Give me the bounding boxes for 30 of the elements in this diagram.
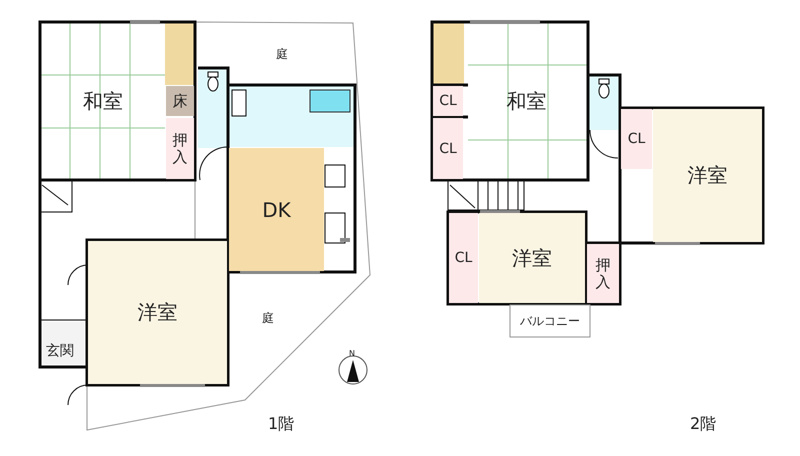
room-label: 和室 — [83, 88, 123, 115]
room-label: 洋室 — [512, 244, 552, 272]
floor-label: 2階 — [690, 414, 716, 435]
closet-area — [449, 213, 478, 303]
room-label: DK — [262, 198, 291, 222]
room-area — [479, 213, 585, 303]
floor-label: 1階 — [268, 414, 294, 435]
closet-area — [621, 109, 652, 169]
room-area — [229, 148, 324, 271]
room-label: 玄関 — [46, 342, 74, 360]
room-label: 和室 — [506, 88, 546, 115]
area-label: 庭 — [276, 46, 288, 63]
room-label: 押入 — [596, 257, 610, 290]
room-label: 押入 — [172, 132, 188, 165]
room-label: CL — [439, 140, 457, 156]
room-label: 洋室 — [138, 299, 178, 326]
closet-area — [433, 86, 463, 116]
room-label: 床 — [172, 92, 188, 110]
room-area — [88, 241, 227, 384]
room-label: バルコニー — [520, 312, 580, 330]
area-label: 庭 — [262, 310, 274, 327]
closet-area — [433, 118, 463, 179]
closet-area — [166, 118, 194, 179]
room-area — [166, 86, 194, 116]
room-label: CL — [628, 131, 646, 147]
closet-area — [587, 244, 619, 303]
room-label: CL — [439, 93, 457, 109]
room-area — [653, 109, 762, 242]
room-label: 洋室 — [688, 162, 728, 189]
room-label: CL — [454, 250, 472, 266]
